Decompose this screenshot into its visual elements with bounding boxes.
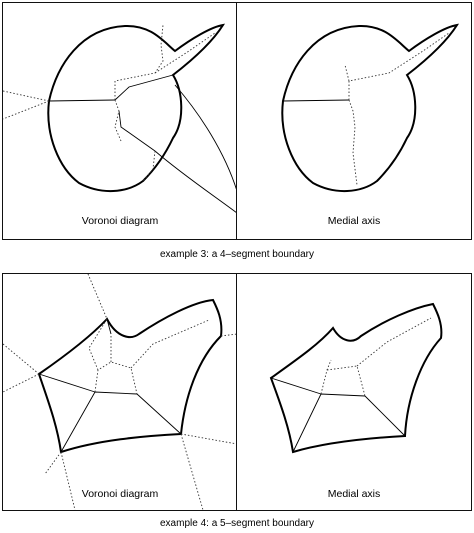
voronoi-edge bbox=[38, 373, 96, 393]
voronoi-edge-dotted bbox=[180, 433, 204, 510]
example3-voronoi-label: Voronoi diagram bbox=[81, 215, 159, 227]
example4-medial-label: Medial axis bbox=[327, 488, 381, 500]
medial-axis-branch bbox=[364, 395, 406, 437]
medial-axis-branch bbox=[282, 99, 350, 102]
example3-voronoi-panel: Voronoi diagram bbox=[2, 2, 238, 240]
voronoi-edge-dotted bbox=[142, 150, 156, 182]
example3-caption: example 3: a 4–segment boundary bbox=[160, 249, 314, 260]
voronoi-edge-dotted bbox=[3, 100, 50, 120]
voronoi-edge-dotted bbox=[3, 343, 40, 375]
example3-medial-figure bbox=[281, 23, 460, 193]
voronoi-edge-dotted bbox=[60, 451, 76, 510]
voronoi-edge-dotted bbox=[114, 99, 122, 142]
boundary-curve bbox=[37, 298, 223, 454]
example3-medial-label: Medial axis bbox=[327, 215, 381, 227]
medial-axis-branch-dotted bbox=[344, 64, 350, 82]
voronoi-edge-dotted bbox=[94, 361, 138, 395]
voronoi-edge-dotted bbox=[3, 90, 50, 102]
example4-voronoi-panel: Voronoi diagram bbox=[2, 273, 238, 511]
example4-voronoi-figure bbox=[3, 274, 237, 510]
boundary-curve bbox=[269, 302, 443, 454]
voronoi-edge-dotted bbox=[44, 451, 62, 475]
boundary-curve bbox=[47, 23, 226, 193]
voronoi-edge bbox=[48, 99, 116, 102]
voronoi-edge bbox=[106, 318, 112, 335]
voronoi-edge-dotted bbox=[130, 319, 210, 369]
voronoi-edge-dotted bbox=[88, 318, 108, 371]
medial-axis-branch-dotted bbox=[326, 365, 366, 397]
voronoi-edge-dotted bbox=[220, 333, 237, 337]
example3-medial-panel: Medial axis bbox=[236, 2, 472, 240]
example3-voronoi-figure bbox=[3, 23, 237, 214]
voronoi-edge-dotted bbox=[154, 32, 216, 74]
medial-axis-branch-dotted bbox=[348, 99, 358, 186]
example4-medial-figure bbox=[269, 302, 443, 454]
medial-axis-branch bbox=[270, 377, 322, 395]
voronoi-edge-dotted bbox=[3, 373, 40, 393]
example4-caption: example 4: a 5–segment boundary bbox=[160, 518, 314, 529]
voronoi-edge-dotted bbox=[114, 24, 164, 100]
boundary-curve bbox=[281, 23, 460, 193]
voronoi-edge-dotted bbox=[180, 433, 237, 445]
medial-axis-branch-dotted bbox=[320, 359, 332, 395]
voronoi-edge bbox=[114, 74, 174, 101]
medial-axis-branch-dotted bbox=[356, 317, 432, 367]
medial-axis-branch-dotted bbox=[348, 32, 450, 100]
voronoi-edge bbox=[174, 84, 237, 192]
example4-medial-panel: Medial axis bbox=[236, 273, 472, 511]
voronoi-edge-dotted bbox=[87, 274, 108, 320]
example4-voronoi-label: Voronoi diagram bbox=[81, 488, 159, 500]
voronoi-edge bbox=[136, 393, 182, 435]
